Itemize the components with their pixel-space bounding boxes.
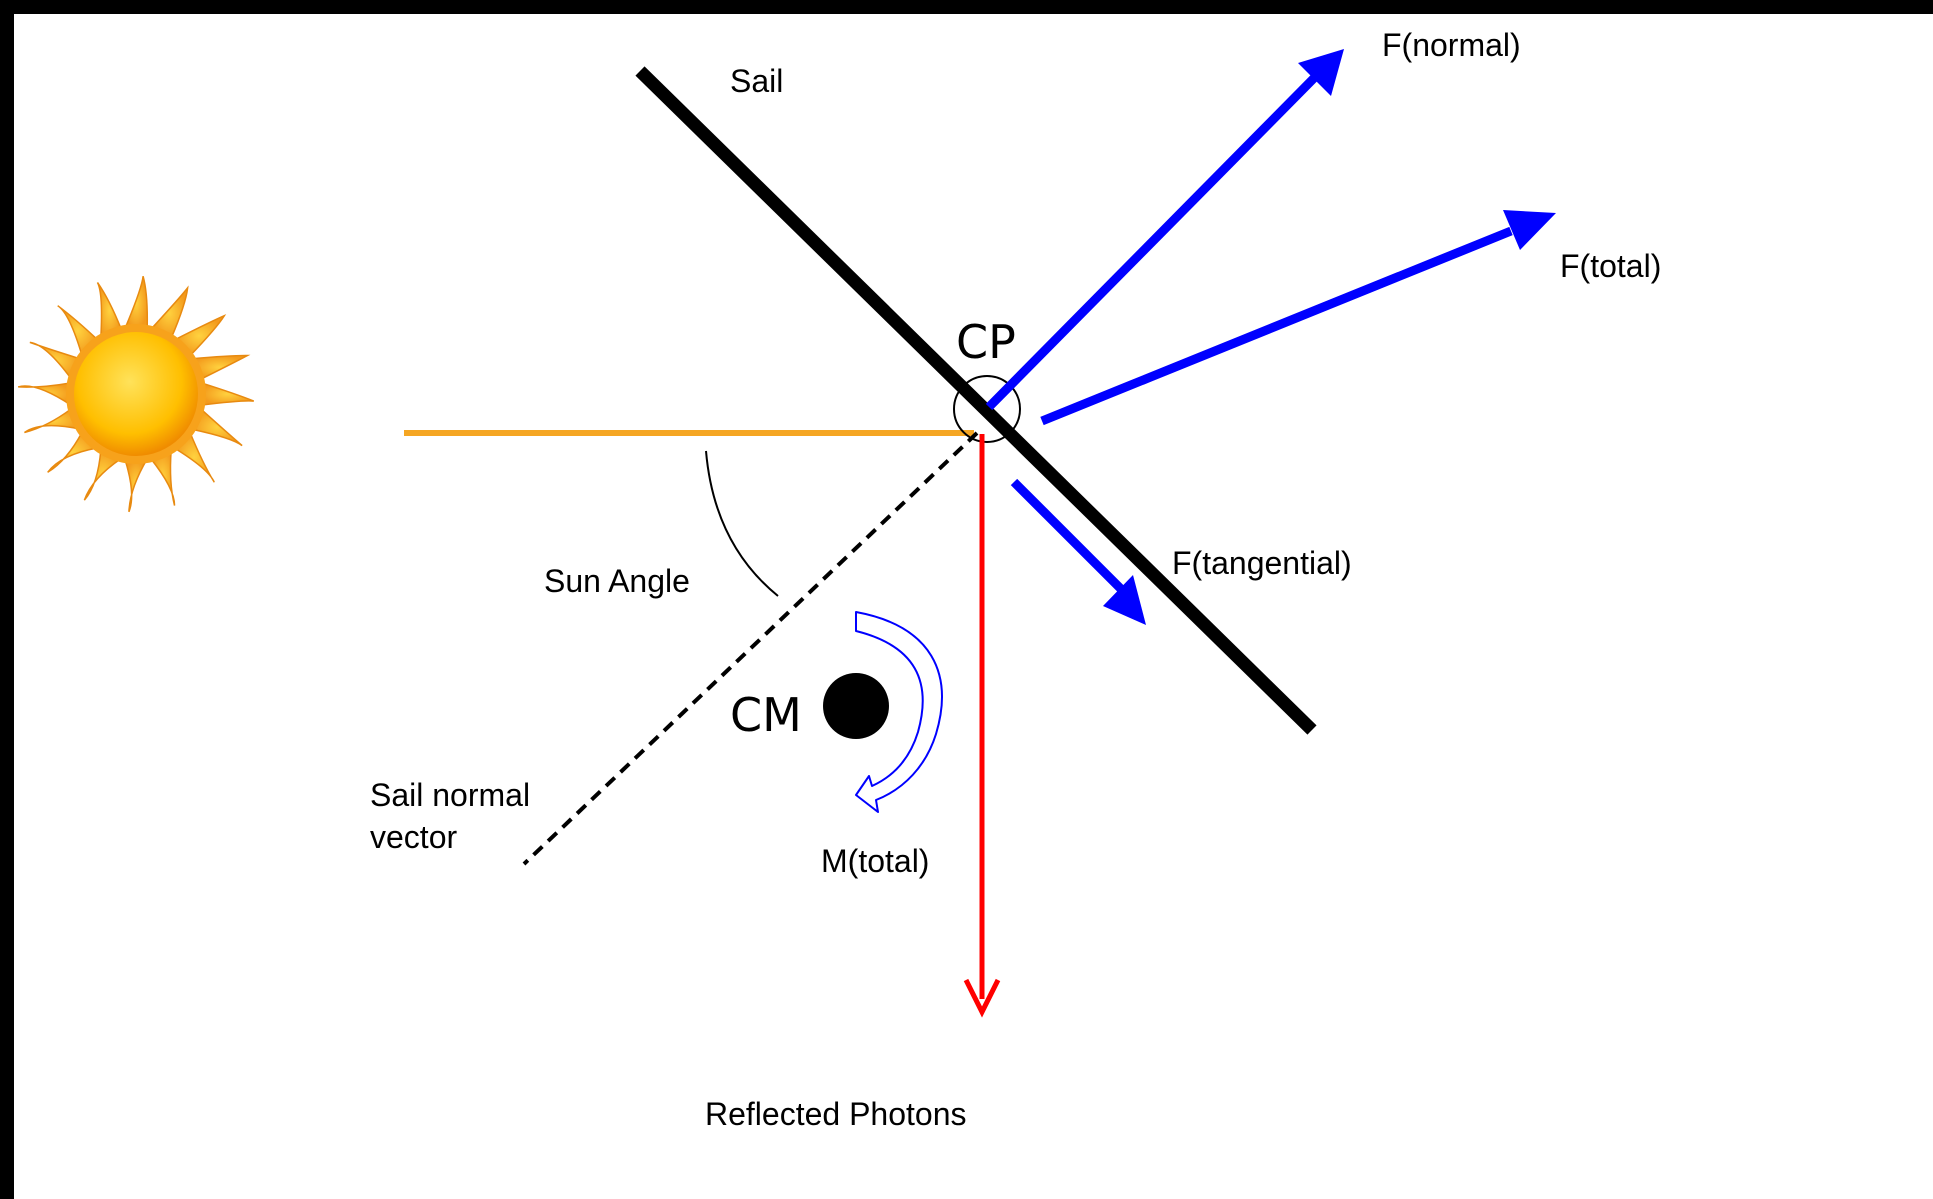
- sail-normal-label-line1: Sail normal: [370, 777, 530, 813]
- background: [14, 14, 1933, 1199]
- cm-label: CM: [730, 688, 802, 742]
- f-total-label: F(total): [1560, 248, 1661, 284]
- m-total-label: M(total): [821, 843, 929, 879]
- sail-label: Sail: [730, 63, 783, 99]
- reflected-photons-label: Reflected Photons: [705, 1096, 967, 1132]
- cp-label: CP: [956, 315, 1016, 369]
- sail-normal-label-line2: vector: [370, 819, 457, 855]
- sun-angle-label: Sun Angle: [544, 563, 690, 599]
- f-tangential-label: F(tangential): [1172, 545, 1352, 581]
- f-normal-label: F(normal): [1382, 27, 1521, 63]
- sun-core: [74, 332, 198, 456]
- center-of-mass-dot: [823, 673, 889, 739]
- diagram-canvas: Sail F(normal) F(total) CP F(tangential)…: [14, 14, 1933, 1199]
- solar-sail-diagram: Sail F(normal) F(total) CP F(tangential)…: [14, 14, 1933, 1199]
